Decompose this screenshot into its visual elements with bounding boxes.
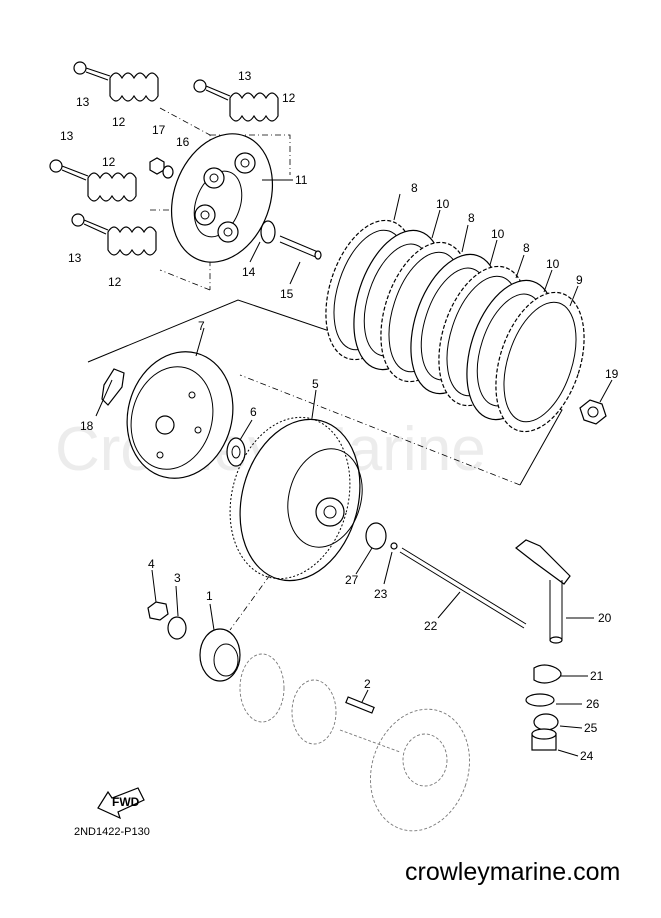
- label-22: 22: [424, 619, 438, 633]
- nut-4: [147, 601, 169, 621]
- lock-washer-18: [101, 368, 125, 406]
- label-13c: 13: [60, 129, 74, 143]
- washer-16: [162, 165, 174, 179]
- label-27: 27: [345, 573, 359, 587]
- spring-21: [533, 664, 562, 684]
- label-14: 14: [242, 265, 256, 279]
- part-labels: 13 12 13 12 17 16 13 12 11 13 12 14 15 8…: [60, 69, 619, 763]
- website-footer[interactable]: crowleymarine.com: [405, 858, 621, 886]
- label-13d: 13: [68, 251, 82, 265]
- label-4: 4: [148, 557, 155, 571]
- label-2: 2: [364, 677, 371, 691]
- bolt-spring-set-mid-left: [49, 159, 137, 202]
- label-17: 17: [152, 123, 166, 137]
- label-12c: 12: [102, 155, 116, 169]
- crankshaft-ghost: [239, 653, 470, 832]
- bearing-14: [260, 220, 276, 244]
- label-10a: 10: [436, 197, 450, 211]
- label-8b: 8: [468, 211, 475, 225]
- label-7: 7: [198, 319, 205, 333]
- label-20: 20: [598, 611, 612, 625]
- key-2: [345, 696, 375, 714]
- primary-drive-gear: [199, 628, 241, 682]
- label-12a: 12: [112, 115, 126, 129]
- label-12d: 12: [108, 275, 122, 289]
- pressure-plate: [170, 133, 274, 263]
- label-25: 25: [584, 721, 598, 735]
- label-3: 3: [174, 571, 181, 585]
- circlip-26: [525, 693, 555, 707]
- label-8a: 8: [411, 181, 418, 195]
- push-rod-15: [279, 235, 322, 260]
- label-13a: 13: [76, 95, 90, 109]
- label-15: 15: [280, 287, 294, 301]
- label-10b: 10: [491, 227, 505, 241]
- label-11: 11: [295, 173, 308, 187]
- drawing-code: 2ND1422-P130: [74, 826, 150, 838]
- washer-6: [226, 437, 246, 467]
- bolt-spring-set-top-left: [73, 61, 159, 102]
- leader-lines: [95, 179, 613, 757]
- clutch-boss: [126, 351, 234, 479]
- label-6: 6: [250, 405, 257, 419]
- o-ring-27: [365, 522, 387, 550]
- label-16: 16: [176, 135, 190, 149]
- nut-17: [149, 157, 165, 175]
- bearing-24: [531, 728, 557, 751]
- label-18: 18: [80, 419, 94, 433]
- friction-plate-9: [495, 291, 585, 433]
- svg-text:FWD: FWD: [112, 795, 140, 809]
- oil-seal-25: [533, 713, 559, 731]
- washer-3: [167, 616, 187, 640]
- label-9: 9: [576, 273, 583, 287]
- label-21: 21: [590, 669, 604, 683]
- label-10c: 10: [546, 257, 560, 271]
- label-24: 24: [580, 749, 594, 763]
- bolt-spring-set-top-right: [193, 79, 279, 122]
- bolt-spring-set-lower-left: [71, 213, 157, 256]
- ball-23: [390, 542, 398, 550]
- label-8c: 8: [523, 241, 530, 255]
- nut-19: [579, 399, 607, 425]
- push-lever-shaft: [515, 539, 571, 644]
- push-rod-22: [399, 547, 527, 629]
- label-5: 5: [312, 377, 319, 391]
- label-12b: 12: [282, 91, 296, 105]
- label-13b: 13: [238, 69, 252, 83]
- label-23: 23: [374, 587, 388, 601]
- clutch-housing: [229, 416, 363, 582]
- label-26: 26: [586, 697, 600, 711]
- fwd-arrow-icon: FWD: [97, 787, 145, 820]
- label-19: 19: [605, 367, 619, 381]
- label-1: 1: [206, 589, 213, 603]
